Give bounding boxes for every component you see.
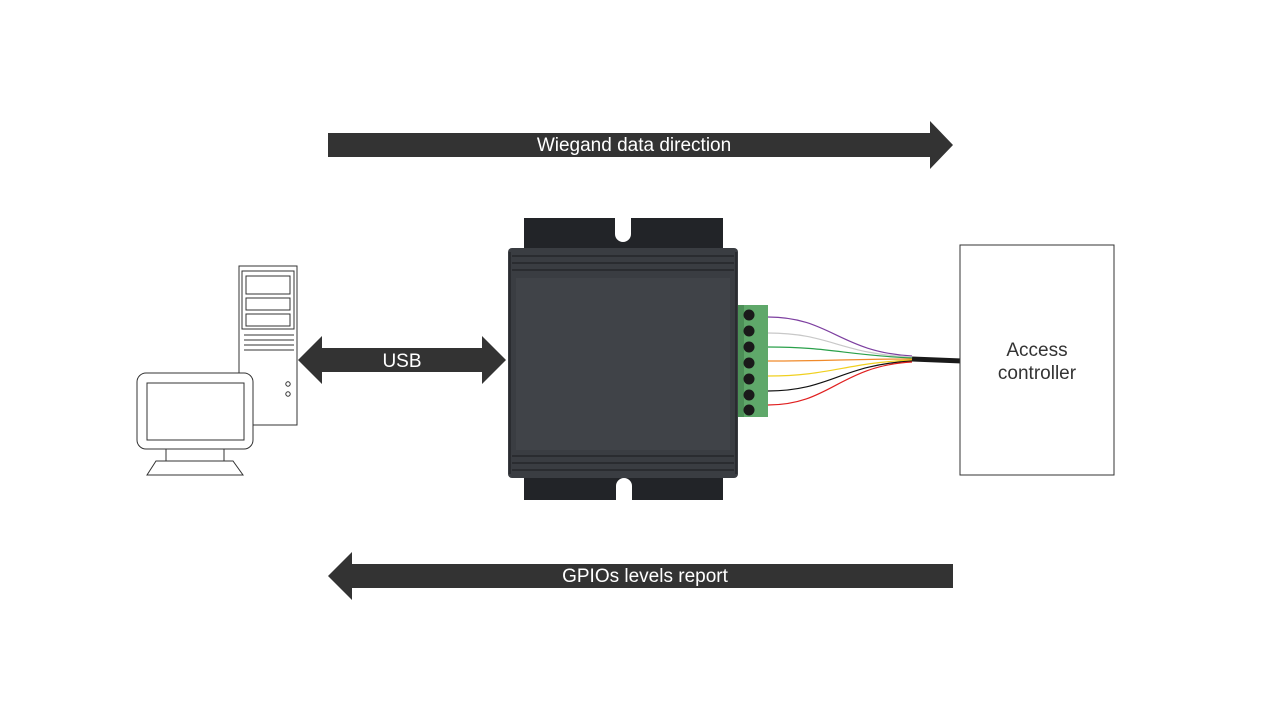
wire-yellow: [767, 359, 913, 377]
wiegand-direction-arrow: Wiegand data direction: [328, 121, 953, 169]
computer-monitor-icon: [136, 372, 254, 476]
wiegand-arrow-shape: [328, 121, 953, 169]
wire-purple: [767, 316, 913, 357]
wiring-harness: [767, 316, 963, 406]
wiegand-usb-converter-device: [508, 218, 768, 500]
bottom-mounting-flange: [524, 472, 723, 500]
access-controller-label-line1: Access: [1006, 340, 1067, 361]
gpio-arrow-label: GPIOs levels report: [562, 566, 728, 587]
access-controller-label-line2: controller: [998, 363, 1077, 384]
wire-white: [767, 332, 913, 358]
wire-orange: [767, 358, 913, 362]
wire-black: [767, 360, 913, 392]
gpio-arrow-shape: [328, 552, 953, 600]
wire-red: [767, 361, 913, 406]
usb-bidirectional-arrow: USB: [298, 336, 506, 384]
terminal-block: [738, 305, 768, 417]
wire-green: [767, 346, 913, 359]
access-controller-box: Access controller: [959, 244, 1115, 476]
top-mounting-flange: [524, 218, 723, 250]
gpio-report-arrow: GPIOs levels report: [328, 552, 953, 600]
wiegand-arrow-label: Wiegand data direction: [537, 135, 731, 156]
usb-arrow-shape: [298, 336, 506, 384]
usb-arrow-label: USB: [382, 351, 421, 372]
cable-sheath: [911, 356, 963, 364]
